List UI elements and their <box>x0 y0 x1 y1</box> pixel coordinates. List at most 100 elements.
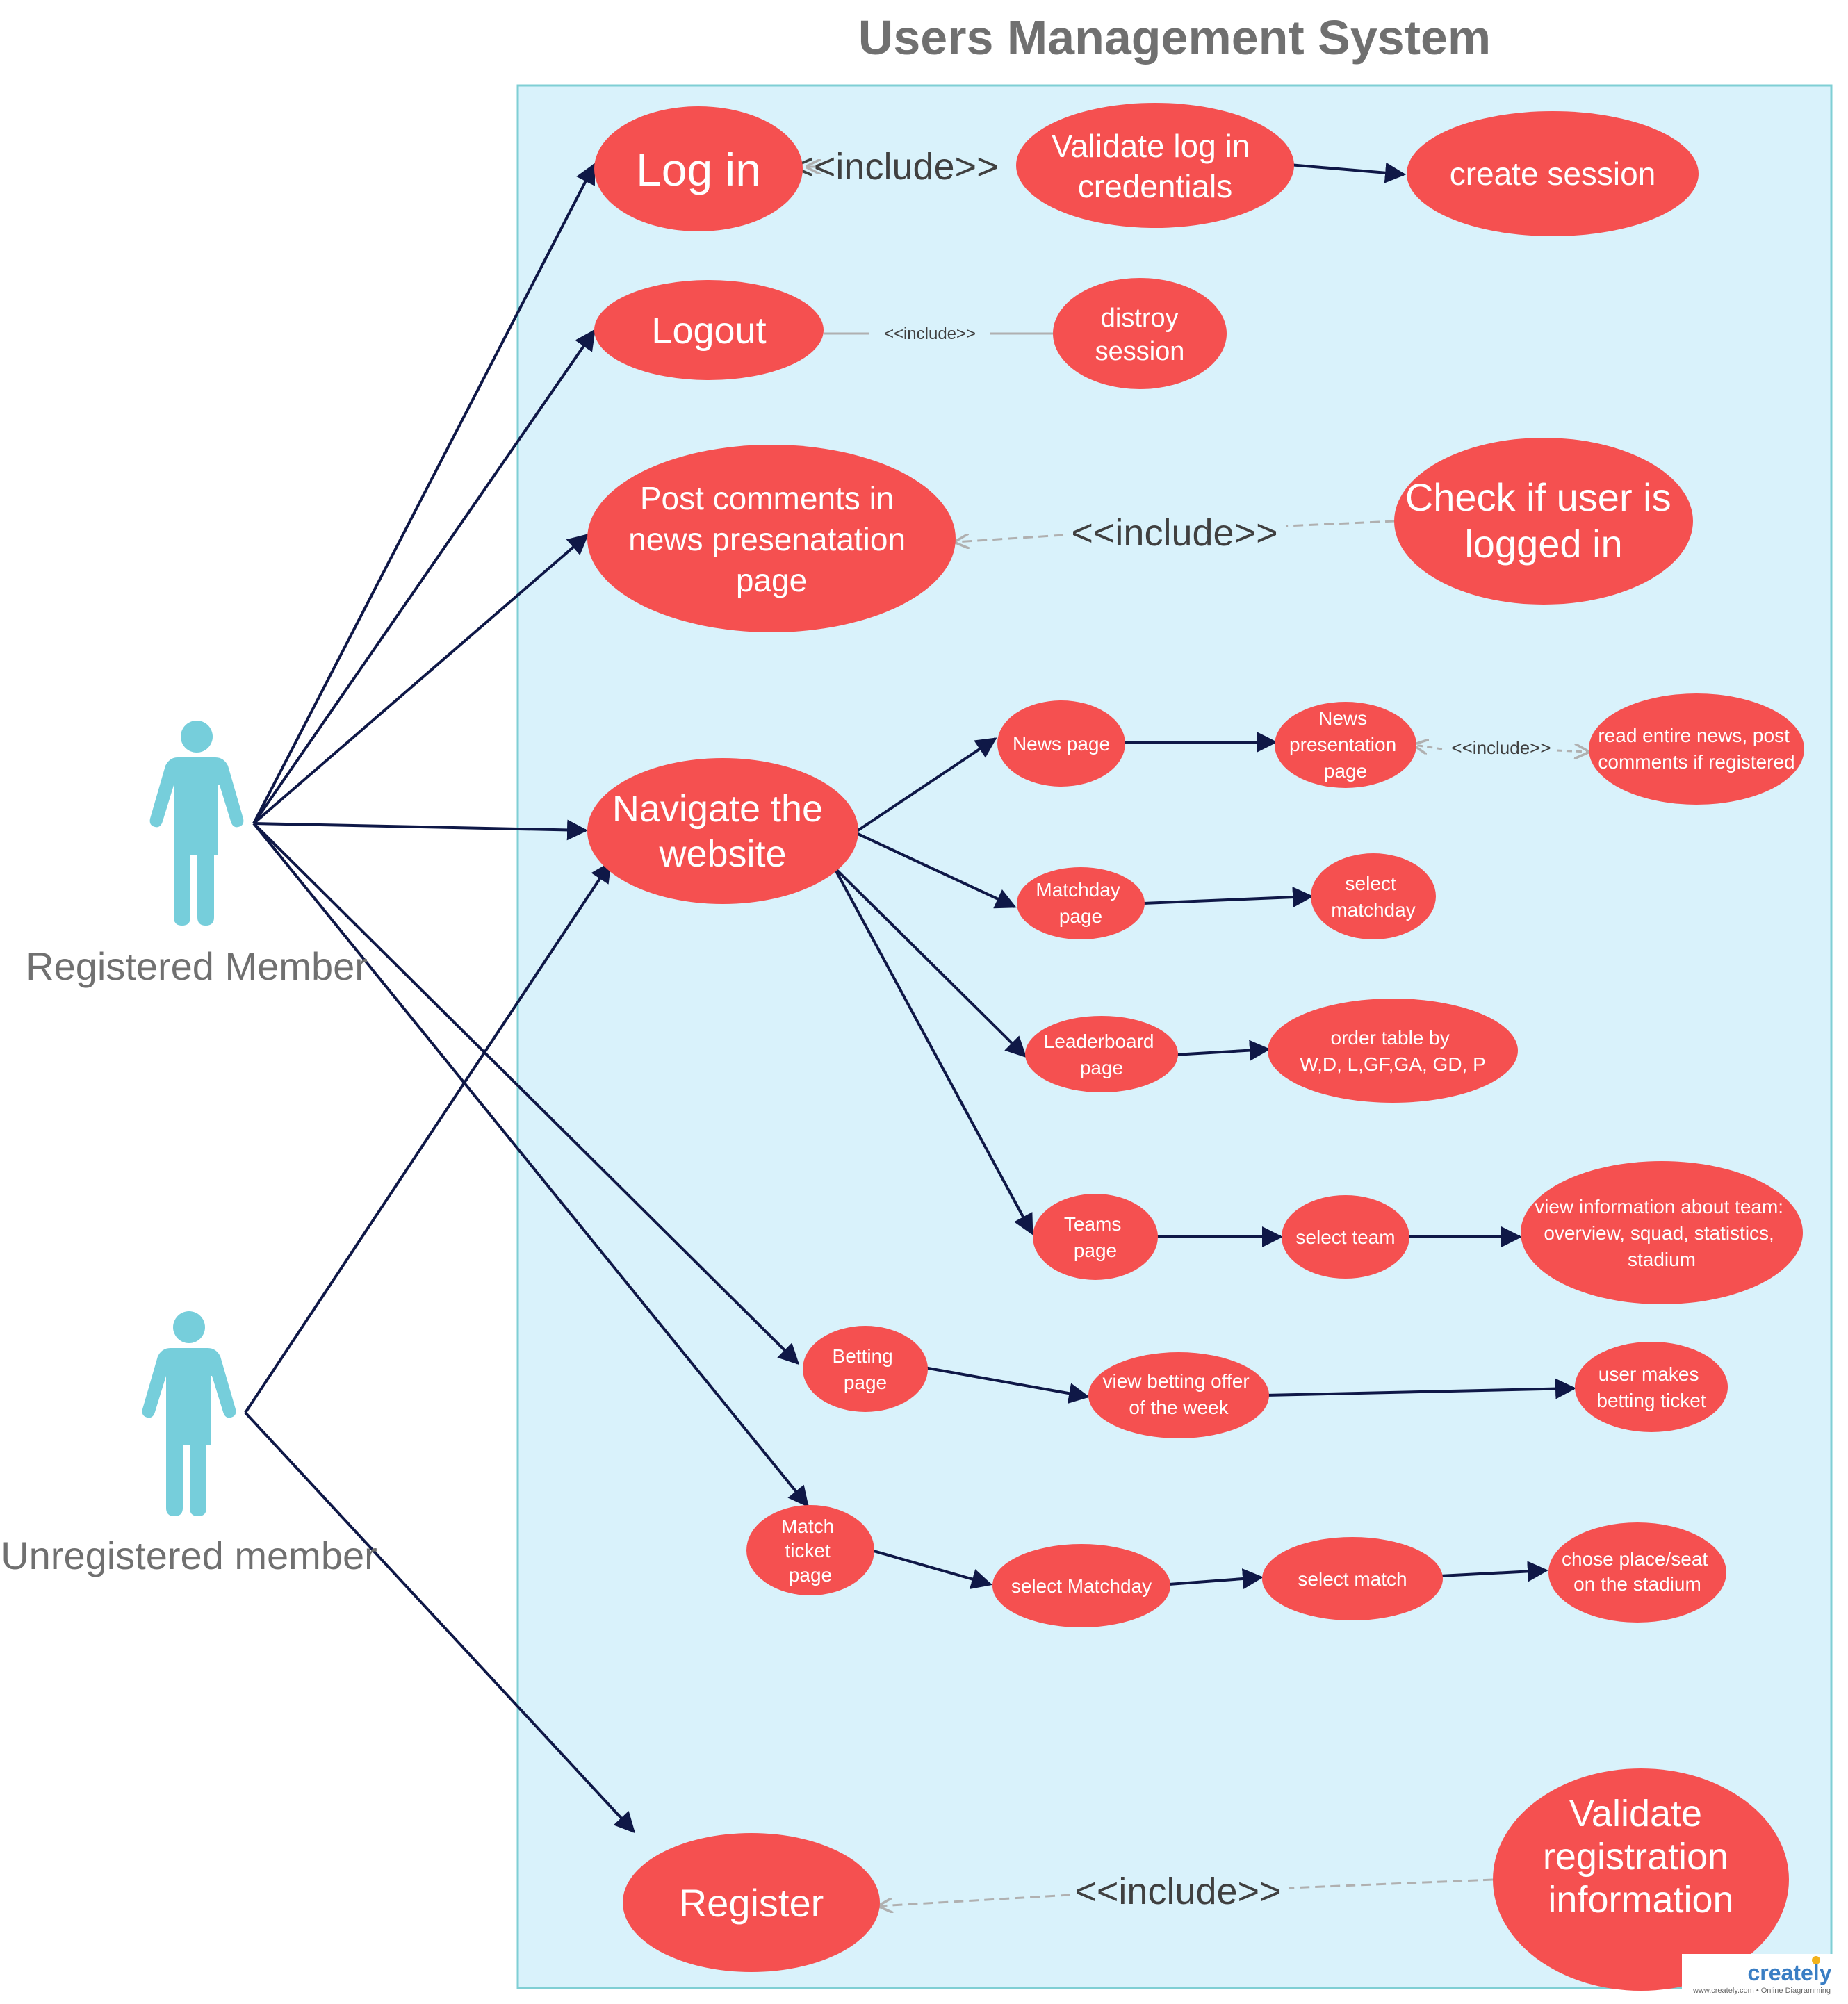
usecase-check-logged-in-label: Check if user is logged in <box>1405 475 1682 566</box>
assoc-registered-login <box>252 163 596 824</box>
usecase-select-team-label: select team <box>1295 1226 1395 1248</box>
usecase-create-session-label: create session <box>1450 156 1656 192</box>
include-check-post-line-a <box>1285 520 1396 527</box>
usecase-leaderboard-page-label: Leaderboard page <box>1044 1030 1160 1078</box>
usecase-match-ticket-page[interactable]: Match ticket page <box>746 1505 874 1595</box>
flow-navigate-leaderboard <box>833 866 1027 1058</box>
usecase-order-table[interactable]: order table by W,D, L,GF,GA, GD, P <box>1268 999 1518 1103</box>
usecase-view-betting-offer-label: view betting offer of the week <box>1103 1370 1255 1418</box>
diagram-title: Users Management System <box>858 10 1491 65</box>
usecase-news-page-label: News page <box>1013 733 1110 755</box>
usecase-validate-login-label: Validate log in credentials <box>1052 128 1259 204</box>
include-validate-register-line-a <box>1289 1878 1494 1889</box>
usecase-destroy-session[interactable]: distroy session <box>1053 278 1227 389</box>
assoc-unregistered-register <box>244 1411 636 1834</box>
association-lines <box>244 163 809 1834</box>
creately-logo: creately www.creately.com • Online Diagr… <box>1682 1954 1840 1997</box>
usecase-select-matchday-ticket[interactable]: select Matchday <box>992 1544 1170 1627</box>
brand-name: creately <box>1748 1960 1832 1985</box>
usecase-validate-registration-label: Validate registration information <box>1543 1793 1739 1921</box>
usecase-leaderboard-page[interactable]: Leaderboard page <box>1025 1016 1178 1092</box>
usecase-navigate[interactable]: Navigate the website <box>587 758 858 904</box>
brand-tagline: www.creately.com • Online Diagramming <box>1692 1987 1831 1995</box>
usecase-logout-label: Logout <box>651 310 766 352</box>
usecase-news-page[interactable]: News page <box>997 700 1125 787</box>
include-check-post-line-b <box>956 535 1064 542</box>
usecase-validate-registration[interactable]: Validate registration information <box>1493 1768 1789 1991</box>
usecase-teams-page[interactable]: Teams page <box>1033 1194 1158 1280</box>
assoc-registered-post-comments <box>252 534 589 825</box>
usecase-view-betting-offer[interactable]: view betting offer of the week <box>1088 1352 1269 1438</box>
flow-validate-create-session <box>1289 162 1406 183</box>
usecase-betting-page-label: Betting page <box>833 1345 899 1393</box>
person-icon <box>149 721 244 926</box>
flow-leaderboard-order <box>1174 1040 1270 1061</box>
actor-unregistered-member[interactable]: Unregistered member <box>1 1311 377 1577</box>
usecase-validate-login[interactable]: Validate log in credentials <box>1016 103 1294 228</box>
usecase-choose-seat-label: chose place/seat on the stadium <box>1562 1548 1713 1595</box>
usecase-matchday-page[interactable]: Matchday page <box>1017 867 1145 939</box>
assoc-registered-logout <box>252 329 596 825</box>
bulb-icon <box>1812 1956 1820 1964</box>
flow-arrows <box>833 162 1576 1590</box>
flow-navigate-news <box>853 737 997 834</box>
usecase-select-matchday-ticket-label: select Matchday <box>1011 1575 1152 1597</box>
include-label-logout: <<include>> <box>884 325 976 343</box>
usecase-register-label: Register <box>679 1881 824 1925</box>
usecase-select-matchday[interactable]: select matchday <box>1311 853 1436 939</box>
flow-offer-make-bet <box>1264 1378 1576 1399</box>
usecase-check-logged-in[interactable]: Check if user is logged in <box>1394 438 1693 605</box>
usecase-make-bet-label: user makes betting ticket <box>1596 1363 1706 1411</box>
usecase-order-table-label: order table by W,D, L,GF,GA, GD, P <box>1300 1027 1486 1075</box>
usecase-logout[interactable]: Logout <box>594 280 824 380</box>
include-label-post-comments: <<include>> <box>1071 512 1277 554</box>
usecase-match-ticket-page-label: Match ticket page <box>781 1516 840 1586</box>
usecase-destroy-session-label: distroy session <box>1095 304 1186 366</box>
usecase-create-session[interactable]: create session <box>1407 111 1699 236</box>
include-label-register: <<include>> <box>1074 1871 1281 1912</box>
usecase-post-comments-label: Post comments in news presenatation page <box>628 480 915 598</box>
person-icon <box>142 1311 236 1516</box>
usecase-select-match[interactable]: select match <box>1262 1537 1443 1620</box>
usecase-view-team-info[interactable]: view information about team: overview, s… <box>1521 1161 1803 1304</box>
usecase-navigate-label: Navigate the website <box>612 788 833 875</box>
usecase-choose-seat[interactable]: chose place/seat on the stadium <box>1548 1522 1726 1623</box>
flow-matchday-select <box>1143 887 1314 908</box>
flow-navigate-matchday <box>854 831 1017 909</box>
usecase-news-presentation[interactable]: News presentation page <box>1275 702 1416 788</box>
usecase-read-news[interactable]: read entire news, post comments if regis… <box>1589 693 1804 805</box>
usecase-login-label: Log in <box>636 144 761 195</box>
usecase-select-match-label: select match <box>1298 1568 1407 1590</box>
actor-registered-member[interactable]: Registered Member <box>26 721 368 988</box>
assoc-registered-navigate <box>253 819 588 841</box>
usecase-matchday-page-label: Matchday page <box>1036 879 1125 927</box>
include-label-login: <<include>> <box>792 146 998 188</box>
usecase-login[interactable]: Log in <box>594 106 803 231</box>
usecase-select-team[interactable]: select team <box>1282 1195 1409 1279</box>
usecase-news-presentation-label: News presentation page <box>1289 707 1402 782</box>
assoc-registered-betting <box>252 822 800 1365</box>
flow-navigate-teams <box>833 867 1033 1235</box>
flow-ticket-select-matchday <box>868 1548 992 1590</box>
usecase-select-matchday-label: select matchday <box>1331 873 1415 921</box>
usecase-make-bet[interactable]: user makes betting ticket <box>1575 1342 1728 1432</box>
usecase-post-comments[interactable]: Post comments in news presenatation page <box>587 445 956 632</box>
flow-betting-view-offer <box>924 1366 1090 1404</box>
include-validate-register-line-b <box>879 1894 1071 1906</box>
system-boundary <box>516 84 1833 1989</box>
assoc-registered-ticket <box>252 822 809 1508</box>
usecase-teams-page-label: Teams page <box>1064 1213 1127 1261</box>
usecase-read-news-label: read entire news, post comments if regis… <box>1598 725 1794 773</box>
flow-select-match-choose-seat <box>1439 1561 1548 1582</box>
actor-registered-label: Registered Member <box>26 944 368 988</box>
usecase-betting-page[interactable]: Betting page <box>803 1326 928 1412</box>
include-relations: <<include>> <<include>> <<include>> <<in… <box>792 146 1588 1912</box>
include-news-line-a <box>1414 745 1443 749</box>
assoc-unregistered-navigate <box>244 861 612 1414</box>
usecase-view-team-info-label: view information about team: overview, s… <box>1535 1196 1789 1270</box>
include-news-line-b <box>1556 750 1588 752</box>
use-cases: Log in Validate log in credentials creat… <box>587 103 1804 1991</box>
include-label-news: <<include>> <box>1451 737 1551 758</box>
usecase-register[interactable]: Register <box>623 1833 880 1972</box>
